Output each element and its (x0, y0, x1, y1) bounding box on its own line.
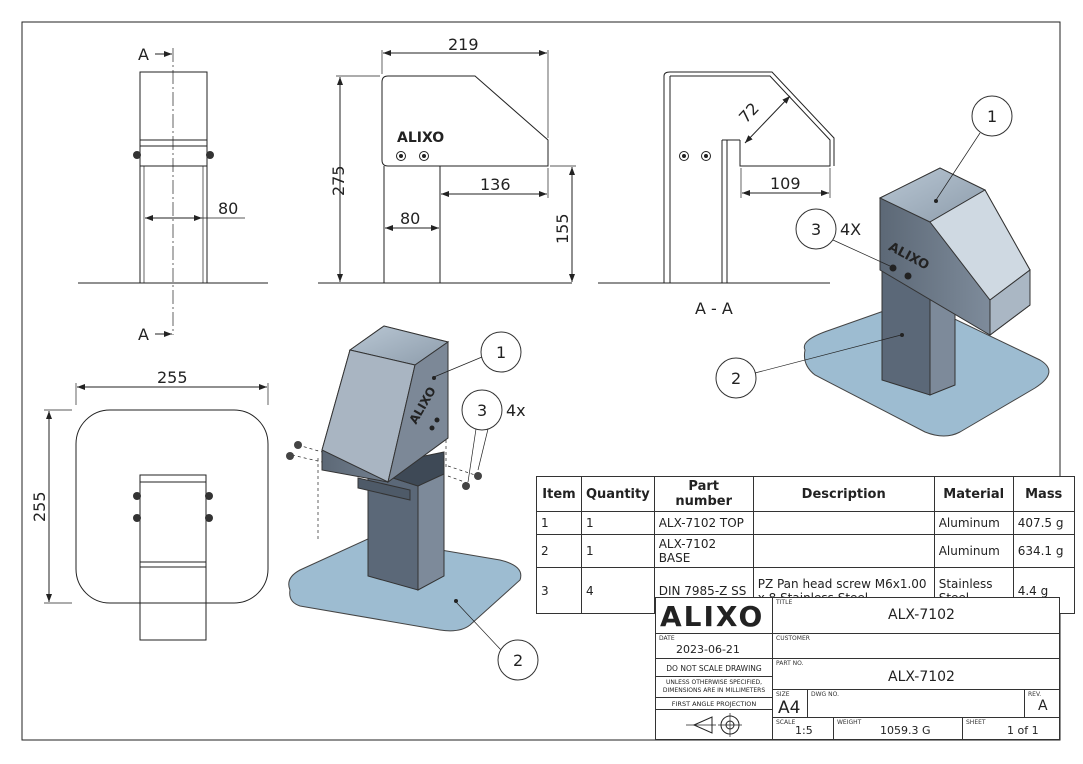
part-no-label: PART NO. (776, 660, 804, 667)
drawing-title: ALX-7102 (888, 607, 955, 623)
dim-front-width: 80 (218, 199, 238, 218)
bom-header-quantity: Quantity (581, 476, 655, 512)
customer-label: CUSTOMER (776, 635, 810, 642)
projection-symbol-cell (655, 709, 773, 740)
scale-value: 1:5 (795, 724, 813, 737)
company-logo: ALIXO (660, 600, 765, 633)
no-scale-note: DO NOT SCALE DRAWING (666, 664, 762, 673)
bom-cell-item: 3 (536, 567, 582, 614)
title-block: ALIXO TITLE ALX-7102 DATE 2023-06-21 CUS… (655, 597, 1060, 740)
scale-label: SCALE (776, 719, 796, 726)
bom-cell-qty: 1 (581, 511, 655, 535)
bom-cell-part: ALX-7102 TOP (653, 511, 754, 535)
dim-section-overhang: 109 (770, 174, 801, 193)
exploded-view: ALIXO 1 3 4x 2 (286, 325, 539, 681)
units-note: UNLESS OTHERWISE SPECIFIED, DIMENSIONS A… (662, 679, 766, 694)
weight-value: 1059.3 G (880, 724, 931, 737)
bom-header-description: Description (752, 476, 935, 512)
dim-side-width: 219 (448, 35, 479, 54)
date-cell: DATE 2023-06-21 (655, 633, 773, 659)
size-cell: SIZE A4 (772, 689, 808, 718)
bom-cell-item: 2 (536, 534, 582, 568)
title-cell: TITLE ALX-7102 (772, 597, 1060, 634)
bom-row: 1 1 ALX-7102 TOP Aluminum 407.5 g (536, 511, 1075, 535)
drawing-date: 2023-06-21 (676, 643, 740, 656)
base-view: 255 255 (30, 368, 269, 641)
bom-cell-item: 1 (536, 511, 582, 535)
section-marker-bottom: A (138, 325, 149, 344)
front-view: A A 80 (78, 45, 268, 344)
bom-cell-material: Aluminum (933, 534, 1014, 568)
section-view: 72 109 A - A (598, 71, 835, 318)
part-no-cell: PART NO. ALX-7102 (772, 658, 1060, 690)
date-label: DATE (659, 635, 675, 642)
dim-side-overhang: 136 (480, 175, 511, 194)
bom-header-material: Material (933, 476, 1014, 512)
iso-balloon-3-qty: 4X (840, 220, 861, 239)
logo-cell: ALIXO (655, 597, 773, 634)
weight-label: WEIGHT (837, 719, 862, 726)
rev-value: A (1038, 698, 1048, 714)
iso-balloon-2: 2 (731, 369, 741, 388)
scale-cell: SCALE 1:5 (772, 717, 834, 740)
iso-assembled-view: ALIXO 1 2 3 4X (715, 95, 1050, 437)
dim-side-post-width: 80 (400, 209, 420, 228)
bom-cell-desc (752, 534, 935, 568)
bom-cell-mass: 634.1 g (1012, 534, 1075, 568)
rev-cell: REV. A (1024, 689, 1060, 718)
first-angle-projection-icon (686, 713, 742, 737)
customer-cell: CUSTOMER (772, 633, 1060, 659)
bom-row: 2 1 ALX-7102 BASE Aluminum 634.1 g (536, 534, 1075, 568)
exploded-balloon-3: 3 (477, 401, 487, 420)
dim-base-width: 255 (157, 368, 188, 387)
bom-cell-part: ALX-7102 BASE (653, 534, 754, 568)
dim-side-height: 275 (329, 165, 348, 196)
side-view: ALIXO 219 275 80 136 155 (318, 35, 576, 284)
section-marker-top: A (138, 45, 149, 64)
no-scale-cell: DO NOT SCALE DRAWING (655, 658, 773, 677)
bom-header-part-number: Part number (653, 476, 754, 512)
sheet-value: 1 of 1 (1007, 724, 1039, 737)
size-value: A4 (778, 698, 801, 718)
bom-cell-mass: 407.5 g (1012, 511, 1075, 535)
sheet-label: SHEET (966, 719, 986, 726)
bom-header-mass: Mass (1012, 476, 1075, 512)
projection-note: FIRST ANGLE PROJECTION (671, 700, 757, 708)
bom-header-row: Item Quantity Part number Description Ma… (536, 476, 1075, 512)
units-cell: UNLESS OTHERWISE SPECIFIED, DIMENSIONS A… (655, 676, 773, 698)
bom-header-item: Item (536, 476, 582, 512)
dim-side-post-height: 155 (553, 213, 572, 244)
bom-cell-mass: 4.4 g (1012, 567, 1075, 614)
size-label: SIZE (776, 691, 790, 698)
bom-cell-qty: 4 (581, 567, 655, 614)
dwg-no-cell: DWG NO. (807, 689, 1025, 718)
dwg-no-label: DWG NO. (811, 691, 839, 698)
bill-of-materials: Item Quantity Part number Description Ma… (536, 476, 1075, 614)
exploded-balloon-3-qty: 4x (506, 401, 526, 420)
sheet-cell: SHEET 1 of 1 (962, 717, 1060, 740)
section-view-label: A - A (695, 299, 733, 318)
rev-label: REV. (1028, 691, 1042, 698)
side-brand-mark: ALIXO (397, 130, 444, 146)
exploded-balloon-1: 1 (496, 343, 506, 362)
sheet-border (21, 21, 1061, 741)
bom-cell-desc (752, 511, 935, 535)
iso-balloon-3: 3 (811, 220, 821, 239)
bom-cell-material: Aluminum (933, 511, 1014, 535)
title-label: TITLE (776, 599, 793, 606)
iso-balloon-1: 1 (987, 107, 997, 126)
weight-cell: WEIGHT 1059.3 G (833, 717, 963, 740)
dim-section-chamfer: 72 (735, 99, 763, 127)
exploded-balloon-2: 2 (513, 651, 523, 670)
dim-base-height: 255 (30, 491, 49, 522)
part-no-value: ALX-7102 (888, 669, 955, 685)
bom-cell-qty: 1 (581, 534, 655, 568)
